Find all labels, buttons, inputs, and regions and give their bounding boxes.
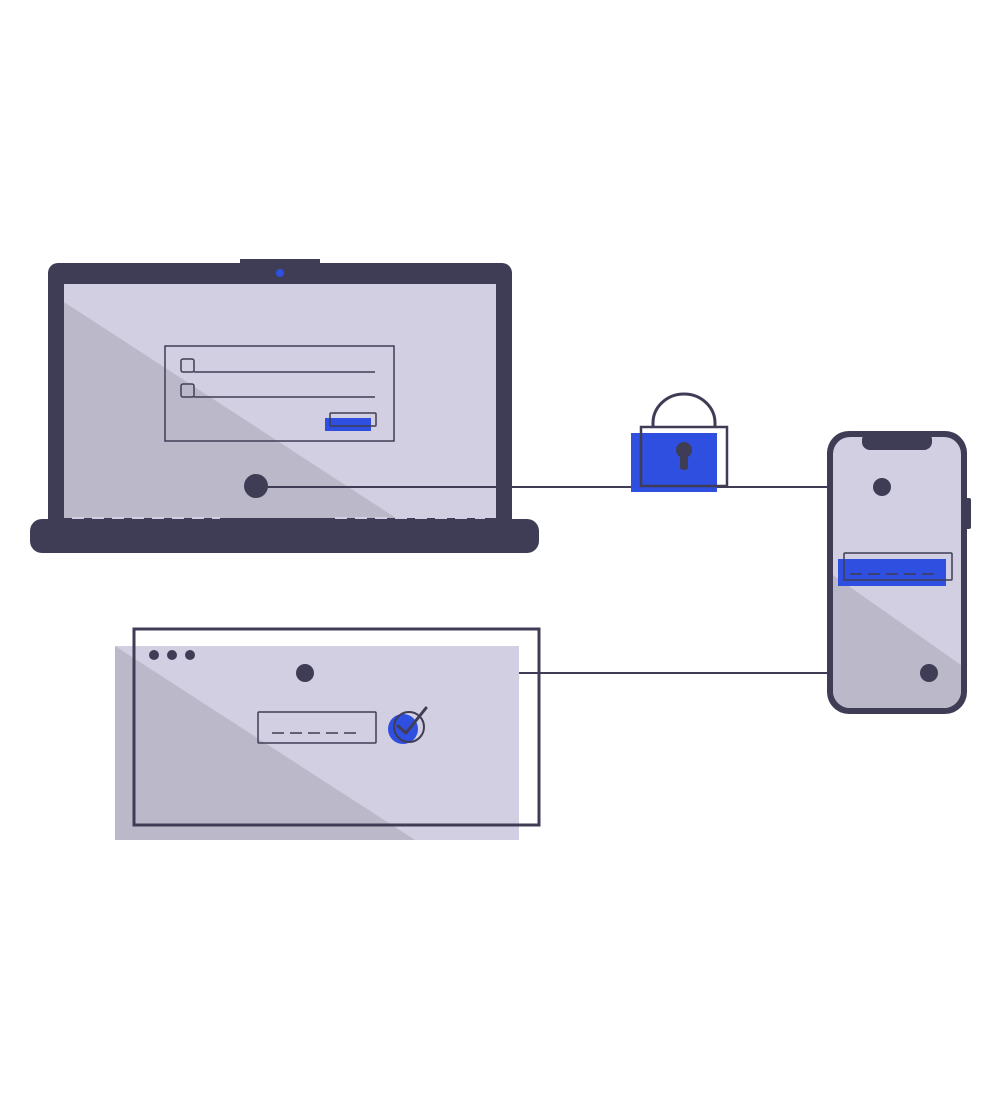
window-dot-2	[167, 650, 177, 660]
laptop-base	[30, 519, 539, 553]
phone-code-field-outline	[843, 552, 953, 581]
window-dot-1	[149, 650, 159, 660]
padlock-body-fill	[631, 433, 717, 492]
login-checkbox-1	[180, 358, 195, 373]
laptop-login-form	[164, 345, 395, 442]
login-checkbox-2	[180, 383, 195, 398]
laptop	[30, 259, 539, 553]
phone-notch	[862, 432, 932, 450]
check-badge-outline	[393, 711, 425, 743]
laptop-webcam-bar	[240, 259, 320, 269]
code-input-box	[257, 711, 377, 744]
browser-window-controls	[149, 650, 195, 660]
check-mark	[396, 706, 428, 735]
padlock-shackle	[651, 392, 717, 428]
phone-code-field	[838, 552, 953, 586]
login-submit-button-fill	[325, 418, 371, 431]
login-submit-button	[329, 412, 377, 427]
login-form-box	[164, 345, 395, 442]
laptop-screen-shadow	[64, 302, 396, 518]
browser-code-input	[257, 711, 377, 744]
padlock-icon	[631, 392, 729, 492]
padlock-body-outline	[639, 425, 729, 488]
browser-window	[115, 627, 541, 840]
phone-connection-node-bottom	[920, 664, 938, 682]
browser-frame	[132, 627, 541, 827]
padlock-keyhole-slot	[680, 452, 688, 470]
phone-code-field-fill	[838, 559, 946, 586]
check-badge-icon	[388, 706, 428, 744]
webcam-dot	[276, 269, 284, 277]
smartphone	[827, 431, 971, 714]
phone-connection-node-top	[873, 478, 891, 496]
browser-connection-node	[296, 664, 314, 682]
window-dot-3	[185, 650, 195, 660]
padlock-keyhole	[676, 442, 692, 458]
